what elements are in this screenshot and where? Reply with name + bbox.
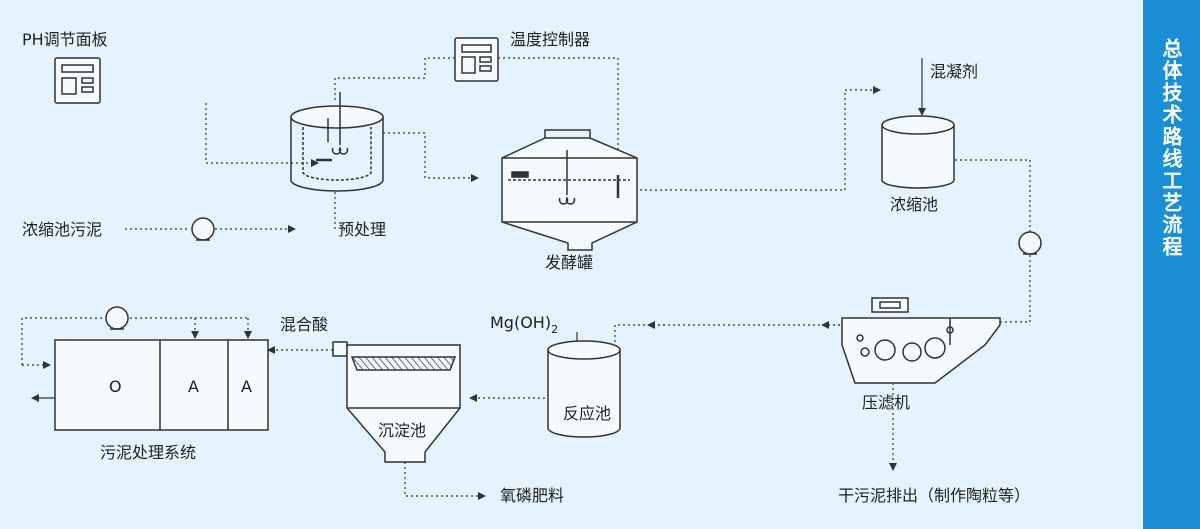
sludge-treatment-system	[54, 339, 269, 431]
label-coagulant: 混凝剂	[930, 62, 978, 81]
flow-pump-to-press	[1000, 255, 1031, 323]
label-ph-panel: PH调节面板	[22, 30, 108, 49]
label-zone-a1: A	[188, 377, 199, 396]
sidebar-panel: 总体技术路线工艺流程	[1143, 0, 1200, 529]
process-flow-diagram: PH调节面板 温度控制器 混凝剂 浓缩池污泥 预处理 发酵罐 浓缩池 压滤机 M…	[21, 30, 1042, 505]
label-mixed-acid: 混合酸	[280, 315, 328, 334]
fermenter-tank	[501, 129, 638, 251]
label-filter-press: 压滤机	[862, 393, 910, 412]
label-zone-o: O	[109, 377, 122, 396]
label-thickener-sludge: 浓缩池污泥	[22, 220, 102, 239]
pump-icon-thickener	[1018, 231, 1042, 255]
label-sludge-system: 污泥处理系统	[100, 443, 196, 462]
label-reaction-tank: 反应池	[563, 404, 611, 423]
label-zone-a2: A	[241, 377, 252, 396]
label-dry-sludge: 干污泥排出（制作陶粒等）	[838, 486, 1030, 505]
flow-lines	[21, 57, 1031, 500]
flow-pretreatment-to-fermenter	[383, 132, 479, 182]
reaction-tank	[547, 340, 621, 438]
label-mg-oh2: Mg(OH)2	[490, 313, 558, 336]
sedimentation-tank	[332, 341, 461, 463]
thickener-tank	[881, 115, 955, 189]
label-temp-controller: 温度控制器	[510, 30, 590, 49]
temp-controller-icon	[454, 37, 499, 82]
label-sedimentation-tank: 沉淀池	[378, 421, 426, 440]
label-fertilizer: 氧磷肥料	[500, 486, 564, 505]
flow-temp-to-pretreatment	[334, 57, 455, 100]
label-thickener: 浓缩池	[890, 195, 938, 214]
label-fermenter: 发酵罐	[545, 253, 593, 272]
sidebar-title: 总体技术路线工艺流程	[1159, 38, 1183, 258]
pump-icon-sludge	[191, 217, 215, 241]
flow-press-to-reaction	[614, 324, 840, 355]
label-pretreatment: 预处理	[338, 220, 386, 239]
flow-recycle-left	[21, 317, 104, 365]
pump-icon-recycle	[105, 306, 129, 330]
flow-ph-to-pretreatment	[205, 103, 319, 167]
flow-temp-to-fermenter	[498, 57, 619, 175]
flow-fermenter-to-thickener	[635, 86, 881, 191]
ph-panel-icon	[54, 57, 101, 104]
flow-sedimentation-to-fertilizer	[404, 462, 486, 500]
filter-press	[841, 297, 1001, 384]
flow-thickener-to-pump	[955, 159, 1031, 232]
pretreatment-tank	[290, 92, 384, 192]
